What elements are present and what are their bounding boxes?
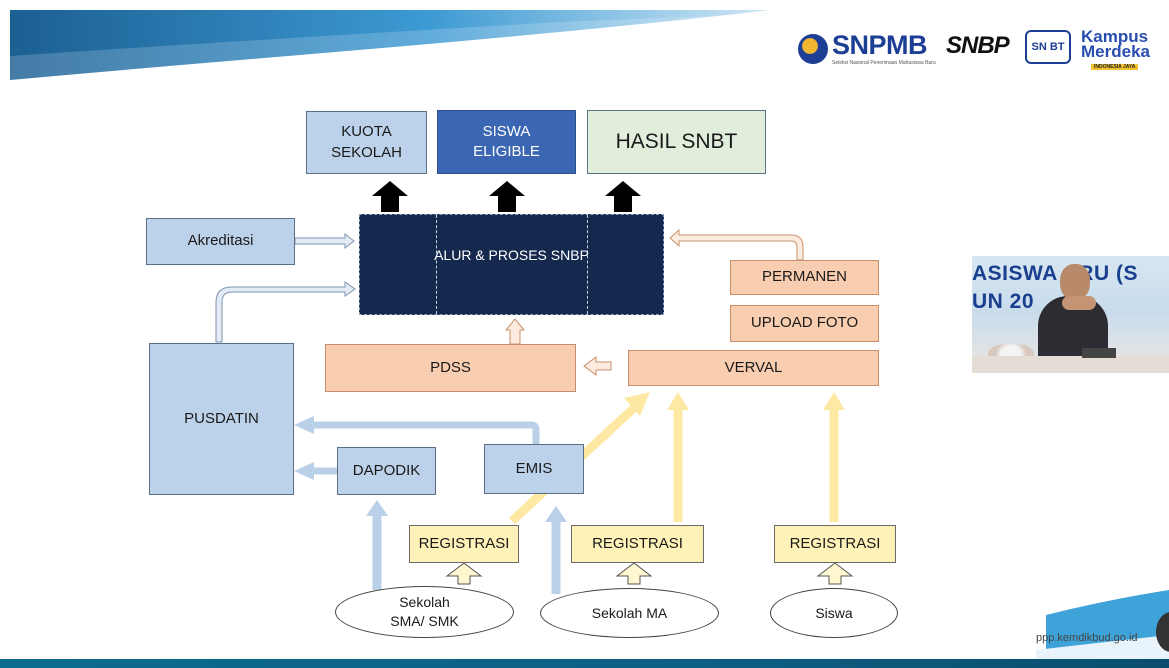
core-divider-1 xyxy=(436,215,437,314)
arrow-pusdatin-core xyxy=(215,281,356,343)
core-divider-2 xyxy=(587,215,588,314)
arrow-permanen-core xyxy=(669,228,804,261)
registrasi-box-2: REGISTRASI xyxy=(571,525,704,563)
siswa-eligible-box: SISWA ELIGIBLE xyxy=(437,110,576,174)
akreditasi-box: Akreditasi xyxy=(146,218,295,265)
arrow-pdss-core xyxy=(504,318,526,345)
kampus-merdeka-logo: Kampus Merdeka INDONESIA JAYA xyxy=(1081,28,1169,74)
upload-foto-box: UPLOAD FOTO xyxy=(730,305,879,342)
arrow-ma-reg xyxy=(615,562,653,585)
presenter-hands xyxy=(1062,296,1096,310)
arrow-to-kuota xyxy=(372,181,408,212)
kampus-logo-tagline: INDONESIA JAYA xyxy=(1091,64,1139,70)
siswa-node: Siswa xyxy=(770,588,898,638)
kuota-sekolah-box: KUOTA SEKOLAH xyxy=(306,111,427,174)
arrow-to-siswa xyxy=(489,181,525,212)
hasil-snbt-box: HASIL SNBT xyxy=(587,110,766,174)
permanen-box: PERMANEN xyxy=(730,260,879,295)
snbt-logo-text: SN BT xyxy=(1031,41,1065,53)
table-surface xyxy=(972,356,1169,373)
arrow-to-hasil xyxy=(605,181,641,212)
right-panel-wave xyxy=(1036,590,1169,665)
arrow-akreditasi-core xyxy=(294,232,355,250)
dapodik-box: DAPODIK xyxy=(337,447,436,495)
alur-proses-snbp-box: ALUR & PROSES SNBP xyxy=(359,214,664,315)
presenter-head xyxy=(1060,264,1090,300)
snbp-logo: SNBP xyxy=(946,32,1010,59)
snpmb-logo: SNPMB Seleksi Nasional Penerimaan Mahasi… xyxy=(798,30,958,74)
webcam-video-overlay: ASISWA ARU (S UN 20 xyxy=(972,256,1169,373)
arrow-siswa-reg xyxy=(816,562,854,585)
emis-box: EMIS xyxy=(484,444,584,494)
registrasi-box-3: REGISTRASI xyxy=(774,525,896,563)
arrow-verval-pdss xyxy=(583,356,612,376)
snpmb-emblem-icon xyxy=(798,34,828,64)
registrasi-box-1: REGISTRASI xyxy=(409,525,519,563)
webcam-background-text-1: ASISWA ARU (S xyxy=(972,262,1138,285)
header-band xyxy=(10,10,770,80)
arrow-sma-reg xyxy=(445,562,483,585)
kampus-logo-line1: Kampus xyxy=(1081,27,1149,46)
sekolah-sma-smk-node: Sekolah SMA/ SMK xyxy=(335,586,514,638)
snpmb-logo-text: SNPMB xyxy=(832,30,928,60)
floating-round-button[interactable] xyxy=(1156,612,1169,652)
pdss-box: PDSS xyxy=(325,344,576,392)
footer-url: ppp.kemdikbud.go.id xyxy=(1036,632,1138,644)
header-logos: SNPMB Seleksi Nasional Penerimaan Mahasi… xyxy=(798,28,1169,76)
pusdatin-box: PUSDATIN xyxy=(149,343,294,495)
verval-box: VERVAL xyxy=(628,350,879,386)
right-panel xyxy=(1036,95,1169,665)
arrow-emis-pusdatin xyxy=(312,421,540,444)
core-label: ALUR & PROSES SNBP xyxy=(434,246,589,263)
snbt-logo: SN BT xyxy=(1025,30,1071,64)
footer-band xyxy=(0,659,1169,668)
webcam-background-text-2: UN 20 xyxy=(972,290,1035,313)
kampus-logo-line2: Merdeka xyxy=(1081,42,1150,61)
snpmb-logo-subtext: Seleksi Nasional Penerimaan Mahasiswa Ba… xyxy=(832,60,936,66)
name-placard xyxy=(1082,348,1116,358)
sekolah-ma-node: Sekolah MA xyxy=(540,588,719,638)
